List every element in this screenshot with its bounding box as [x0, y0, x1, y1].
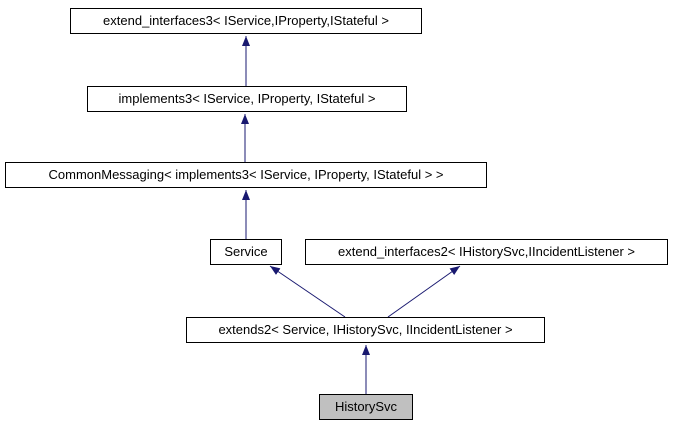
node-extend-interfaces2[interactable]: extend_interfaces2< IHistorySvc,IInciden… — [305, 239, 668, 265]
node-service[interactable]: Service — [210, 239, 282, 265]
node-extend-interfaces3[interactable]: extend_interfaces3< IService,IProperty,I… — [70, 8, 422, 34]
node-commonmessaging[interactable]: CommonMessaging< implements3< IService, … — [5, 162, 487, 188]
edge-extends2-to-extend-interfaces2 — [387, 265, 461, 318]
node-implements3[interactable]: implements3< IService, IProperty, IState… — [87, 86, 407, 112]
node-historysvc-current: HistorySvc — [319, 394, 413, 420]
node-extends2[interactable]: extends2< Service, IHistorySvc, IInciden… — [186, 317, 545, 343]
edge-extends2-to-service — [269, 265, 346, 318]
